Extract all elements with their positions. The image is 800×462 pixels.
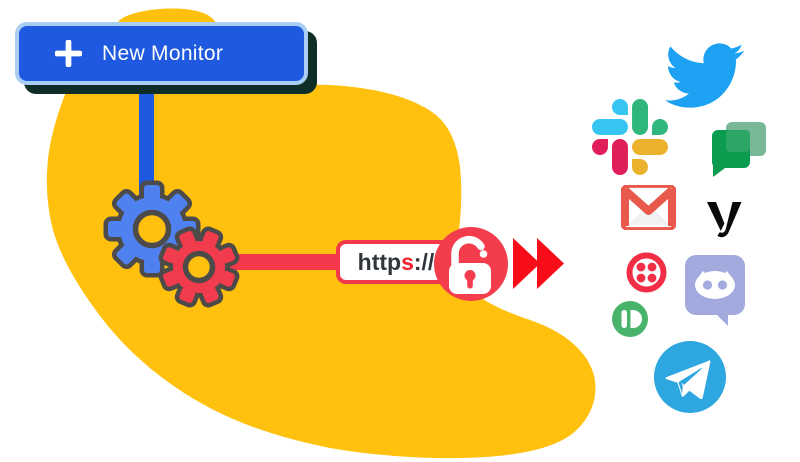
pushbullet-icon — [611, 300, 649, 338]
url-text-slashes: :// — [413, 248, 435, 275]
yellow-blob-shape — [46, 8, 596, 459]
gmail-icon — [620, 184, 677, 231]
unlocked-padlock-icon — [449, 235, 491, 294]
google-chat-icon — [708, 116, 770, 182]
url-text-s: s — [401, 248, 414, 275]
new-monitor-button-label: New Monitor — [102, 41, 224, 65]
fast-forward-icon — [513, 238, 564, 289]
twitter-icon — [665, 36, 744, 115]
red-gear-icon — [158, 226, 240, 308]
twilio-icon — [626, 252, 667, 293]
new-monitor-button[interactable]: New Monitor — [15, 22, 308, 85]
unlocked-padlock-badge — [434, 227, 508, 301]
discord-icon — [684, 254, 746, 328]
plus-icon — [55, 40, 82, 67]
url-text-http: http — [357, 248, 402, 275]
slack-icon — [592, 99, 668, 175]
vonage-icon — [705, 199, 744, 240]
telegram-icon — [653, 340, 727, 414]
